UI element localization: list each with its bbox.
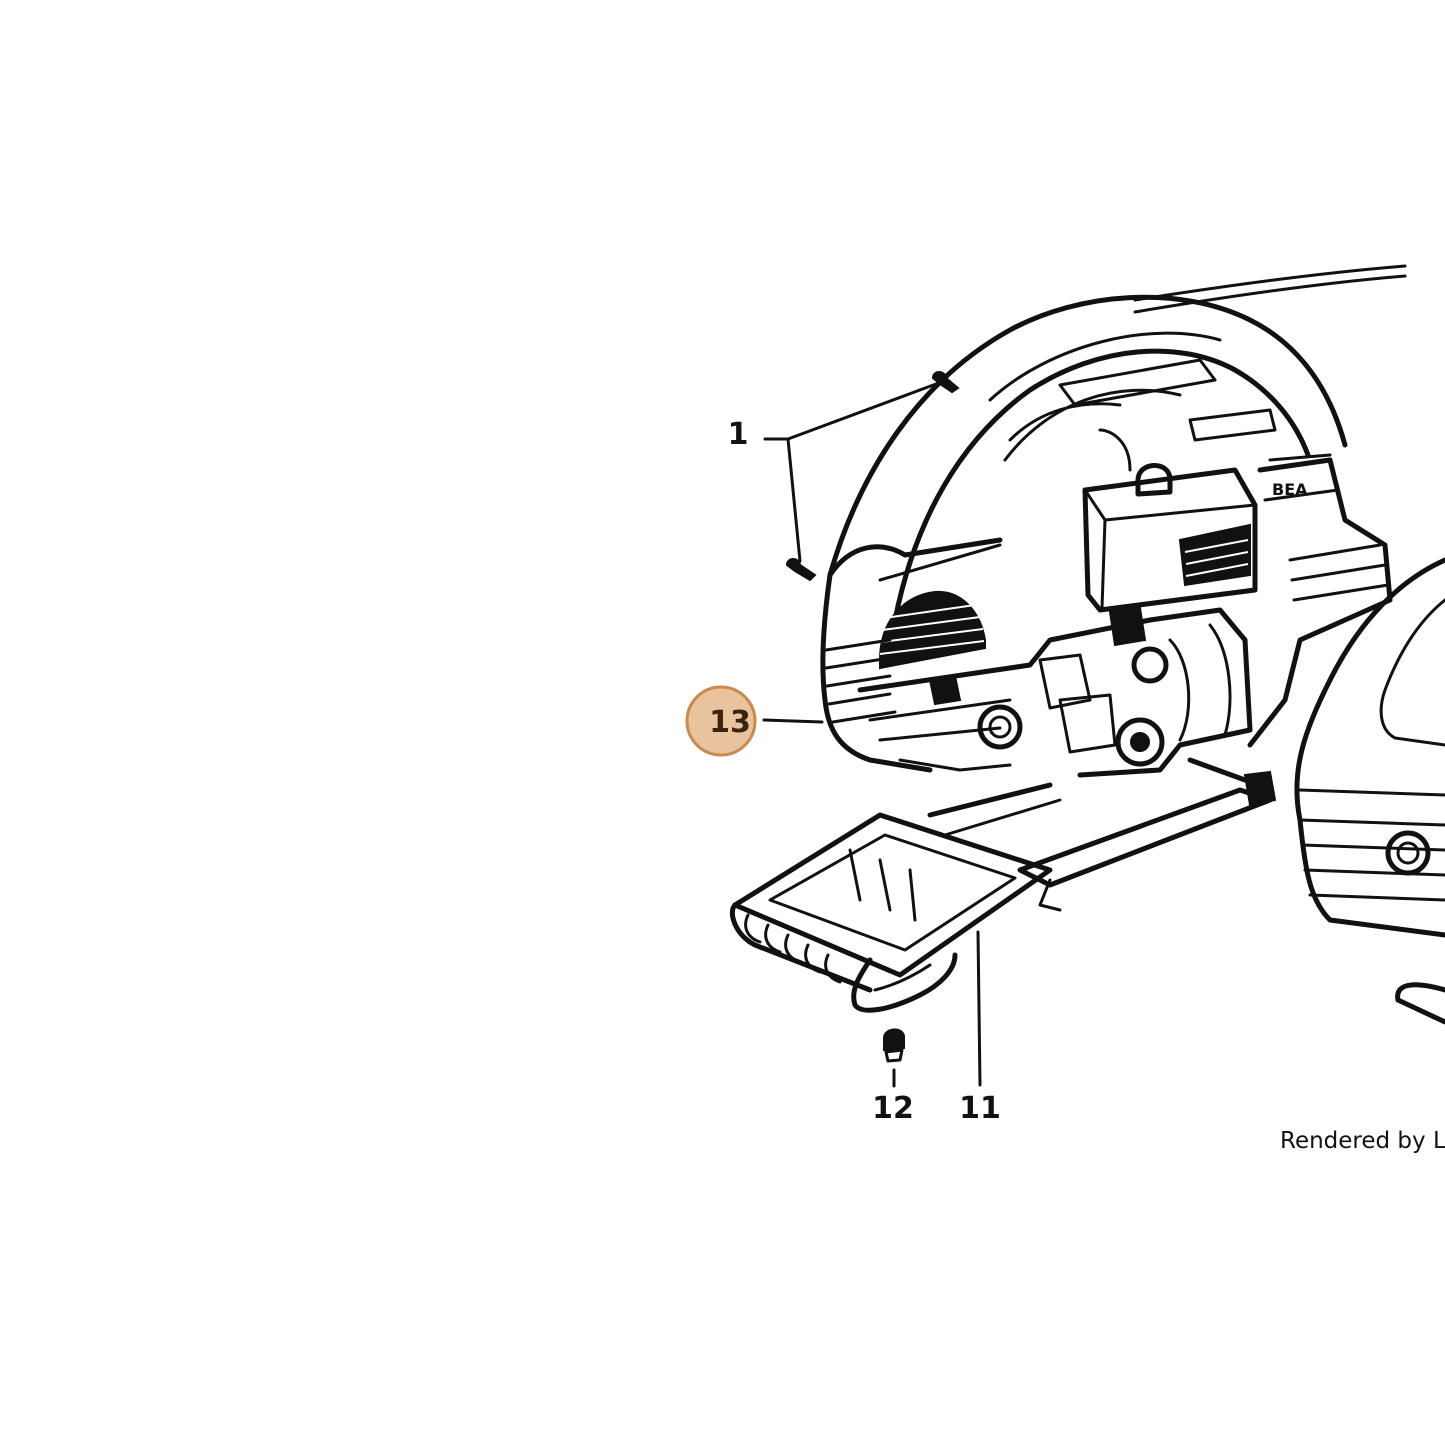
svg-text:BEA: BEA	[1272, 480, 1308, 499]
screws-part-1	[785, 371, 960, 582]
part-label-13: 13	[709, 705, 751, 740]
part-label-1: 1	[728, 417, 749, 452]
callout-badge	[685, 685, 757, 757]
part-label-12: 12	[872, 1091, 914, 1126]
part-13-callout[interactable]: 13	[685, 685, 757, 757]
second-unit-partial	[1294, 557, 1445, 1025]
part-label-11: 11	[959, 1091, 1001, 1126]
pressure-washer-housing: BEA	[820, 264, 1407, 778]
screw-part-12	[883, 1028, 905, 1063]
leader-lines	[762, 382, 982, 1088]
base-frame	[729, 757, 1277, 1013]
rendered-by-footer: Rendered by Lea	[1280, 1128, 1445, 1154]
